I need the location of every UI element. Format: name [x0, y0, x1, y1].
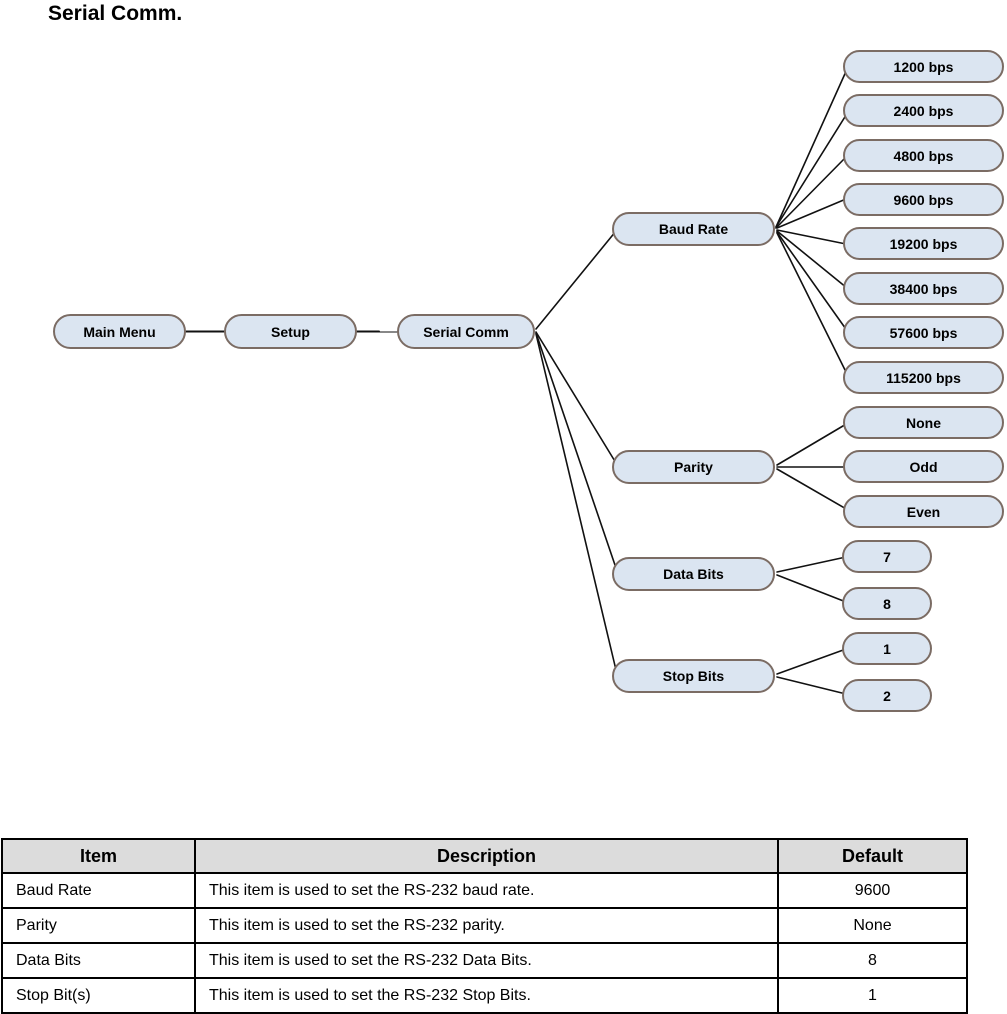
option-19200-bps: 19200 bps	[843, 227, 1004, 260]
node-serial-comm: Serial Comm	[397, 314, 535, 349]
node-baud-rate: Baud Rate	[612, 212, 775, 246]
option-9600-bps: 9600 bps	[843, 183, 1004, 216]
cell-default: None	[777, 907, 968, 944]
option-4800-bps: 4800 bps	[843, 139, 1004, 172]
spec-table: Item Description Default Baud Rate This …	[1, 838, 968, 1014]
option-38400-bps: 38400 bps	[843, 272, 1004, 305]
node-setup: Setup	[224, 314, 357, 349]
cell-default: 9600	[777, 872, 968, 909]
col-header-description: Description	[194, 838, 779, 874]
table-row-data-bits: Data Bits This item is used to set the R…	[1, 942, 968, 979]
table-row-stop-bits: Stop Bit(s) This item is used to set the…	[1, 977, 968, 1014]
option-data-bits-8: 8	[842, 587, 932, 620]
node-main-menu: Main Menu	[53, 314, 186, 349]
option-parity-odd: Odd	[843, 450, 1004, 483]
option-1200-bps: 1200 bps	[843, 50, 1004, 83]
node-data-bits: Data Bits	[612, 557, 775, 591]
option-2400-bps: 2400 bps	[843, 94, 1004, 127]
cell-description: This item is used to set the RS-232 Data…	[194, 942, 779, 979]
table-row-baud-rate: Baud Rate This item is used to set the R…	[1, 872, 968, 909]
menu-tree-diagram: Main Menu Setup Serial Comm Baud Rate Pa…	[53, 50, 1004, 712]
option-parity-even: Even	[843, 495, 1004, 528]
col-header-item: Item	[1, 838, 196, 874]
option-stop-bits-1: 1	[842, 632, 932, 665]
cell-description: This item is used to set the RS-232 Stop…	[194, 977, 779, 1014]
cell-item: Data Bits	[1, 942, 196, 979]
option-parity-none: None	[843, 406, 1004, 439]
cell-default: 1	[777, 977, 968, 1014]
page-title: Serial Comm.	[48, 2, 183, 25]
option-115200-bps: 115200 bps	[843, 361, 1004, 394]
table-row-parity: Parity This item is used to set the RS-2…	[1, 907, 968, 944]
option-stop-bits-2: 2	[842, 679, 932, 712]
option-57600-bps: 57600 bps	[843, 316, 1004, 349]
cell-description: This item is used to set the RS-232 pari…	[194, 907, 779, 944]
cell-description: This item is used to set the RS-232 baud…	[194, 872, 779, 909]
node-parity: Parity	[612, 450, 775, 484]
node-stop-bits: Stop Bits	[612, 659, 775, 693]
cell-item: Stop Bit(s)	[1, 977, 196, 1014]
cell-item: Baud Rate	[1, 872, 196, 909]
table-header-row: Item Description Default	[1, 838, 968, 874]
col-header-default: Default	[777, 838, 968, 874]
cell-default: 8	[777, 942, 968, 979]
option-data-bits-7: 7	[842, 540, 932, 573]
cell-item: Parity	[1, 907, 196, 944]
